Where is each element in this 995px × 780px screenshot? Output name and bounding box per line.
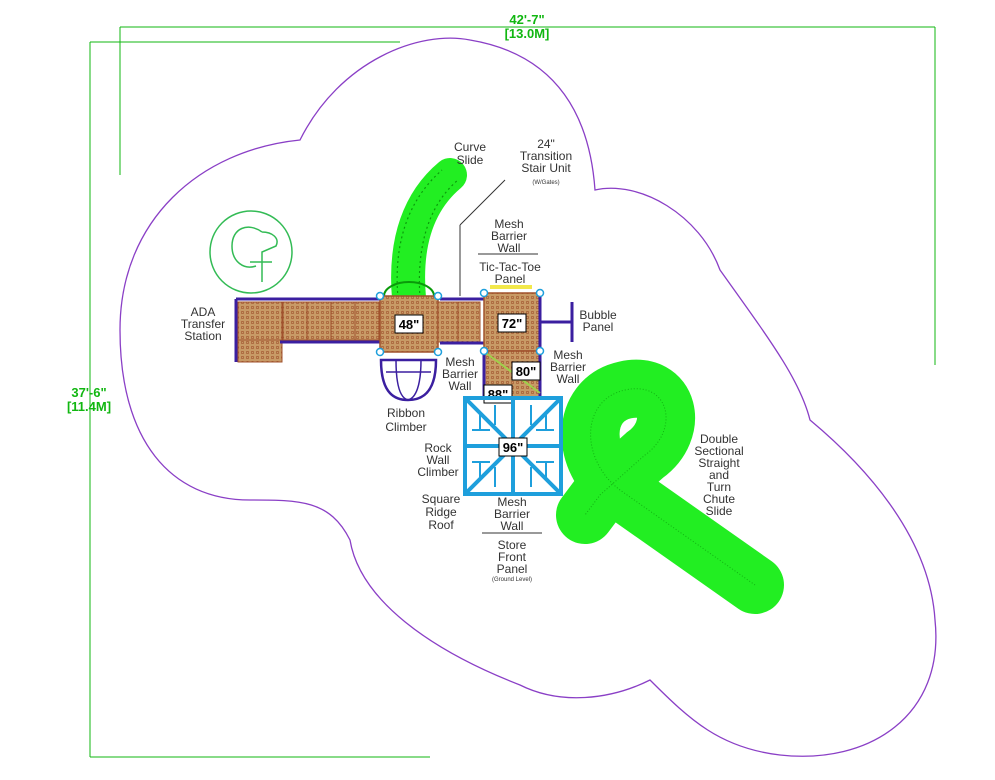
deck-48: 48" bbox=[379, 295, 484, 353]
height-dim-ft: 37'-6" bbox=[71, 385, 106, 400]
width-dim-m: [13.0M] bbox=[505, 26, 550, 41]
label-transition-stair-note: (W/Gates) bbox=[532, 180, 559, 186]
label-mesh-bottom-2: Barrier bbox=[494, 507, 530, 521]
deck-80-tag: 80" bbox=[516, 364, 537, 379]
deck-96-tag-box bbox=[498, 437, 528, 457]
deck-48-tag: 48" bbox=[399, 317, 420, 332]
label-mesh-bottom-3: Wall bbox=[501, 519, 524, 533]
label-roof-3: Roof bbox=[428, 518, 454, 532]
label-double-slide-2: Sectional bbox=[694, 444, 743, 458]
curve-slide bbox=[383, 158, 467, 315]
manufacturer-logo bbox=[209, 210, 293, 294]
post-ring bbox=[479, 346, 489, 356]
label-ada-1: ADA bbox=[191, 305, 216, 319]
label-double-slide-3: Straight bbox=[698, 456, 740, 470]
height-dim-m: [11.4M] bbox=[67, 399, 111, 414]
bubble-panel bbox=[540, 302, 574, 342]
label-mesh-left-2: Barrier bbox=[442, 367, 478, 381]
label-roof-2: Ridge bbox=[425, 505, 457, 519]
deck-80-tag-box bbox=[511, 361, 541, 381]
ribbon-climber-frame bbox=[379, 358, 438, 402]
ada-deck-2 bbox=[237, 339, 283, 363]
logo-glyph bbox=[231, 226, 278, 282]
ada-deck-6 bbox=[354, 301, 380, 341]
ada-deck-1 bbox=[237, 301, 283, 341]
label-mesh-top-1: Mesh bbox=[494, 217, 523, 231]
label-ribbon-1: Ribbon bbox=[387, 406, 425, 420]
logo-ring bbox=[209, 210, 293, 294]
post-ring bbox=[479, 288, 489, 298]
label-transition-stair-3: Stair Unit bbox=[521, 161, 571, 175]
label-ada-3: Station bbox=[184, 329, 221, 343]
label-curve-slide-1: Curve bbox=[454, 140, 486, 154]
label-store-front-3: Panel bbox=[497, 562, 528, 576]
label-store-front-2: Front bbox=[498, 550, 527, 564]
label-double-slide-4: and bbox=[709, 468, 729, 482]
curve-slide-hatch bbox=[396, 169, 459, 299]
post-ring bbox=[375, 291, 385, 301]
post-ring bbox=[375, 347, 385, 357]
deck-72: 72" bbox=[483, 285, 542, 352]
label-roof-1: Square bbox=[422, 492, 461, 506]
deck-48-stair-1 bbox=[437, 301, 459, 343]
label-mesh-top-2: Barrier bbox=[491, 229, 527, 243]
label-transition-stair-2: Transition bbox=[520, 149, 572, 163]
width-dimension bbox=[119, 26, 936, 365]
label-double-slide-7: Slide bbox=[706, 504, 733, 518]
label-double-slide-5: Turn bbox=[707, 480, 731, 494]
ada-deck-3 bbox=[282, 301, 308, 341]
label-ribbon-2: Climber bbox=[385, 420, 426, 434]
label-rock-2: Wall bbox=[427, 453, 450, 467]
width-dim-ft: 42'-7" bbox=[509, 12, 544, 27]
labels: Curve Slide 24" Transition Stair Unit (W… bbox=[181, 137, 744, 583]
ribbon-climber bbox=[379, 358, 438, 402]
ribbon-climber-rungs bbox=[386, 359, 431, 401]
post-ring bbox=[535, 288, 545, 298]
label-rock-3: Climber bbox=[417, 465, 458, 479]
label-mesh-right-3: Wall bbox=[557, 372, 580, 386]
label-transition-stair-1: 24" bbox=[537, 137, 555, 151]
ada-deck-5 bbox=[330, 301, 356, 341]
label-mesh-left-1: Mesh bbox=[445, 355, 474, 369]
deck-96-tag: 96" bbox=[503, 440, 524, 455]
roof-panel-lines bbox=[472, 405, 554, 487]
deck-48-stair-2 bbox=[457, 301, 481, 343]
label-ada-2: Transfer bbox=[181, 317, 225, 331]
label-mesh-top-3: Wall bbox=[498, 241, 521, 255]
label-tic-tac-toe-1: Tic-Tac-Toe bbox=[479, 260, 541, 274]
leader-lines bbox=[459, 179, 542, 534]
ada-transfer-station bbox=[234, 297, 380, 363]
label-mesh-right-2: Barrier bbox=[550, 360, 586, 374]
label-mesh-right-1: Mesh bbox=[553, 348, 582, 362]
label-store-front-1: Store bbox=[498, 538, 527, 552]
label-rock-1: Rock bbox=[424, 441, 452, 455]
label-curve-slide-2: Slide bbox=[457, 153, 484, 167]
ada-deck-4 bbox=[306, 301, 332, 341]
deck-72-tag: 72" bbox=[502, 316, 523, 331]
safety-zone-outline bbox=[119, 37, 937, 757]
curve-slide-entry bbox=[383, 281, 435, 297]
label-double-slide-1: Double bbox=[700, 432, 738, 446]
label-mesh-bottom-1: Mesh bbox=[497, 495, 526, 509]
label-mesh-left-3: Wall bbox=[449, 379, 472, 393]
post-ring bbox=[535, 346, 545, 356]
deck-72-tag-box bbox=[497, 313, 527, 333]
transition-stair-leader-h bbox=[459, 179, 506, 226]
label-tic-tac-toe-2: Panel bbox=[495, 272, 526, 286]
double-chute-slide-texture bbox=[584, 388, 756, 586]
post-ring bbox=[433, 291, 443, 301]
label-bubble-2: Panel bbox=[583, 320, 614, 334]
label-bubble-1: Bubble bbox=[579, 308, 617, 322]
deck-48-tag-box bbox=[394, 314, 424, 334]
height-dimension bbox=[89, 41, 430, 758]
curve-slide-body bbox=[391, 158, 467, 315]
post-rings bbox=[375, 288, 545, 357]
label-store-front-note: (Ground Level) bbox=[492, 577, 532, 583]
double-chute-slide bbox=[556, 359, 784, 614]
label-double-slide-6: Chute bbox=[703, 492, 735, 506]
post-ring bbox=[433, 347, 443, 357]
square-ridge-roof bbox=[463, 396, 563, 496]
